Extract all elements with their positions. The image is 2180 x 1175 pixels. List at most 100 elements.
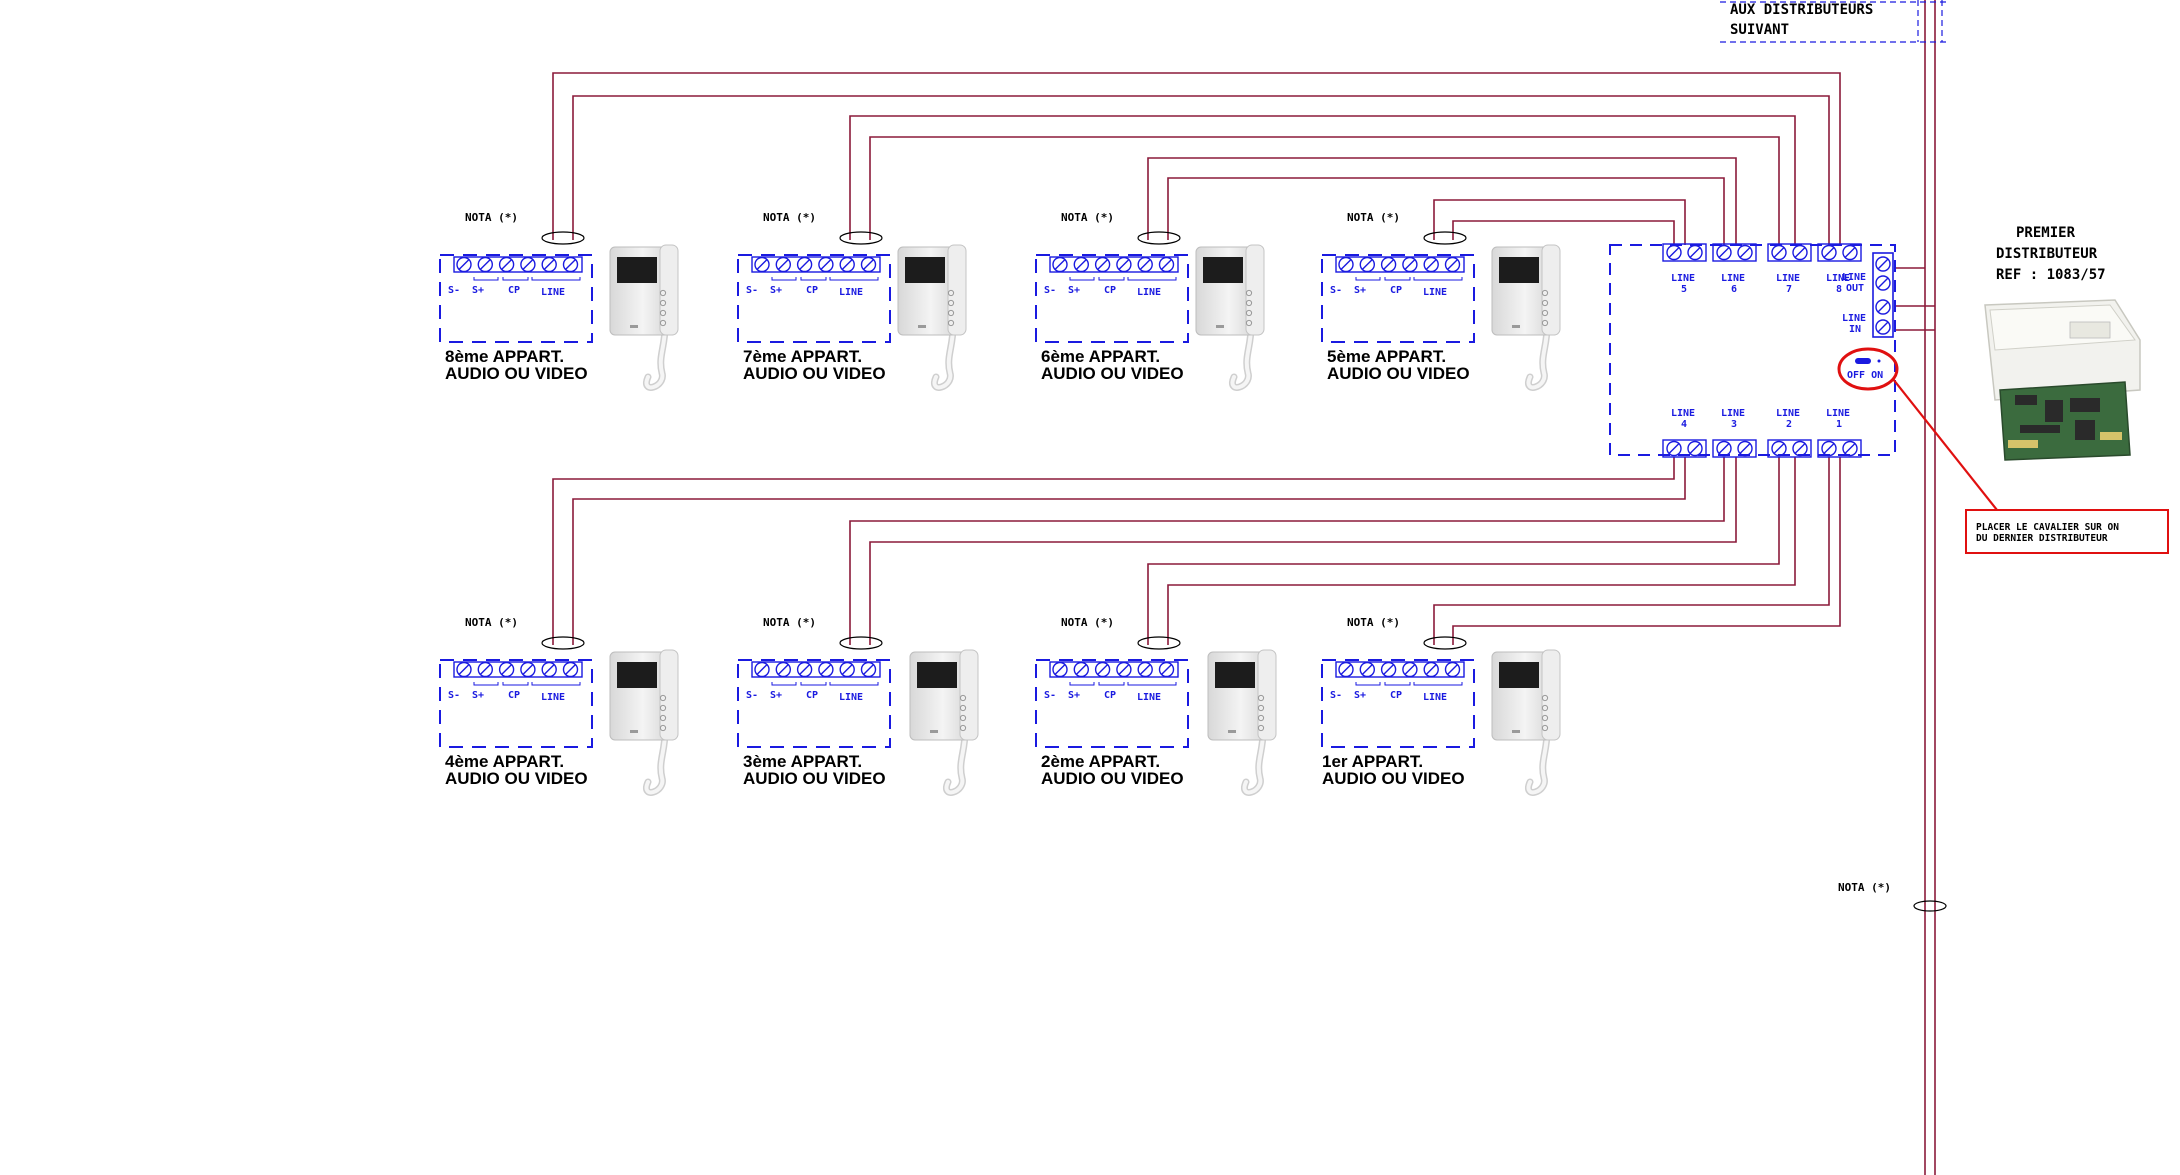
terminal-label-line: LINE [1137, 287, 1161, 298]
screw-terminal [1737, 244, 1753, 261]
terminal-label-s-minus: S- [1044, 690, 1056, 701]
wire [849, 457, 1725, 645]
nota-label: NOTA (*) [1061, 616, 1114, 629]
terminal-label-line: LINE [1423, 692, 1447, 703]
port-number: 5 [1681, 284, 1687, 295]
terminal-label-cp: CP [806, 285, 818, 296]
screw-strip [751, 256, 881, 273]
terminal-label-line: LINE [839, 287, 863, 298]
apartment-type: AUDIO OU VIDEO [1041, 769, 1184, 788]
screw-terminal [1116, 661, 1132, 678]
wire [869, 457, 1737, 645]
screw-terminal [1359, 256, 1376, 273]
apartment-name: 8ème APPART. [445, 347, 564, 366]
port-number: 7 [1786, 284, 1792, 295]
terminal-label-s-plus: S+ [472, 690, 484, 701]
screw-terminal [1073, 256, 1090, 273]
port-label: LINE [1826, 273, 1850, 284]
callout-box: PLACER LE CAVALIER SUR ON DU DERNIER DIS… [1965, 509, 2169, 554]
screw-terminal [1444, 256, 1461, 273]
screw-terminal [1137, 256, 1153, 273]
terminal-label-cp: CP [1104, 285, 1116, 296]
screw-terminal [1380, 661, 1397, 678]
screw-terminal [1359, 661, 1376, 678]
terminal-label-s-plus: S+ [770, 690, 782, 701]
jumper-highlight-circle [1837, 347, 1899, 391]
terminal-block-frame [1321, 254, 1475, 343]
port-number: 6 [1731, 284, 1737, 295]
screw-terminal [477, 256, 493, 273]
terminal-block-frame [1321, 659, 1475, 748]
nota-ring [839, 231, 883, 245]
terminal-block-frame [737, 659, 891, 748]
terminal-label-s-minus: S- [1330, 690, 1342, 701]
screw-terminal [456, 661, 472, 678]
screw-terminal [754, 661, 770, 678]
video-handset-icon [1491, 649, 1561, 796]
terminal-label-s-minus: S- [448, 285, 460, 296]
line-in-label-b: IN [1849, 324, 1861, 335]
screw-terminal [1771, 440, 1787, 457]
port-number: 1 [1836, 419, 1842, 430]
terminal-label-s-plus: S+ [1354, 285, 1366, 296]
apartment-type: AUDIO OU VIDEO [1327, 364, 1470, 383]
terminal-label-s-plus: S+ [1068, 690, 1080, 701]
apartment-name: 2ème APPART. [1041, 752, 1160, 771]
screw-strip [453, 256, 583, 273]
port-label: LINE [1721, 273, 1745, 284]
screw-strip [751, 661, 881, 678]
distributor-frame [1609, 244, 1896, 456]
video-handset-icon [909, 649, 979, 796]
terminal-block-frame [1035, 659, 1189, 748]
wire [1147, 157, 1737, 245]
video-handset-icon [609, 649, 679, 796]
riser-nota-label: NOTA (*) [1838, 881, 1891, 894]
port-number: 3 [1731, 419, 1737, 430]
screw-terminal [1792, 244, 1808, 261]
screw-terminal [1052, 256, 1068, 273]
screw-terminal [1842, 244, 1858, 261]
screw-terminal [775, 661, 791, 678]
screw-terminal [860, 661, 877, 678]
screw-terminal [1792, 440, 1808, 457]
screw-terminal [818, 256, 834, 273]
port-label: LINE [1776, 408, 1800, 419]
nota-ring [1423, 636, 1467, 650]
screw-terminal [1821, 440, 1837, 457]
terminal-label-s-minus: S- [1330, 285, 1342, 296]
screw-terminal [1137, 661, 1153, 678]
screw-terminal [1687, 440, 1703, 457]
nota-label: NOTA (*) [1347, 616, 1400, 629]
screw-strip [1049, 256, 1179, 273]
port-number: 4 [1681, 419, 1687, 430]
screw-terminal [796, 256, 813, 273]
terminal-label-s-minus: S- [746, 285, 758, 296]
terminal-label-s-plus: S+ [1068, 285, 1080, 296]
apartment-type: AUDIO OU VIDEO [1041, 364, 1184, 383]
wire [1452, 457, 1841, 645]
video-handset-icon [1491, 244, 1561, 391]
nota-ring [1137, 231, 1181, 245]
screw-terminal [1716, 244, 1732, 261]
screw-terminal [1821, 244, 1837, 261]
apartment-name: 1er APPART. [1322, 752, 1423, 771]
wire [552, 72, 1841, 245]
screw-terminal [818, 661, 834, 678]
screw-terminal [754, 256, 770, 273]
screw-strip [1335, 256, 1465, 273]
screw-terminal [1158, 661, 1175, 678]
port-number: 2 [1786, 419, 1792, 430]
callout-pointer-line [1892, 378, 1998, 511]
terminal-label-line: LINE [1137, 692, 1161, 703]
terminal-label-line: LINE [839, 692, 863, 703]
screw-terminal [520, 256, 536, 273]
screw-terminal [860, 256, 877, 273]
